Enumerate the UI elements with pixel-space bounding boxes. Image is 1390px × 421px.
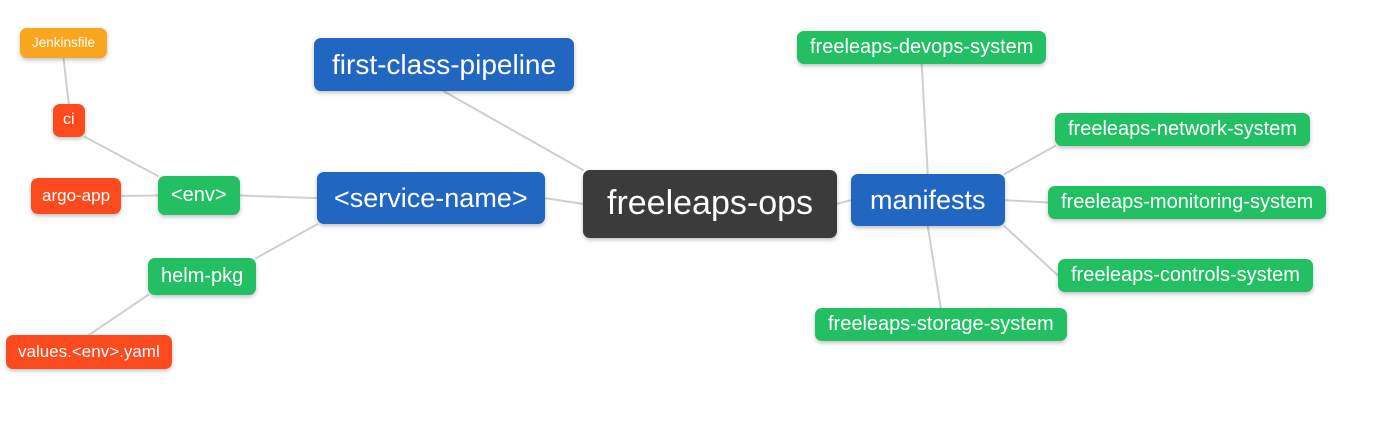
- node-helm-pkg[interactable]: helm-pkg: [148, 258, 257, 295]
- node-freeleaps-monitoring-system[interactable]: freeleaps-monitoring-system: [1048, 186, 1327, 219]
- node-manifests[interactable]: manifests: [851, 174, 1005, 227]
- edge-line-helm_pkg-service_name: [255, 223, 318, 259]
- node-jenkinsfile[interactable]: Jenkinsfile: [20, 28, 108, 59]
- edge-line-manifests-storage_system: [926, 225, 942, 309]
- edge-line-manifests-controls_system: [1003, 225, 1059, 277]
- node-argo-app[interactable]: argo-app: [31, 178, 122, 214]
- node-freeleaps-controls-system[interactable]: freeleaps-controls-system: [1058, 259, 1313, 292]
- edge-line-manifests-devops_system: [920, 63, 929, 175]
- edge-line-ci-env: [83, 135, 159, 177]
- edge-line-env-service_name: [238, 194, 318, 200]
- edge-line-helm_pkg-values_env_yaml: [87, 294, 149, 336]
- node-service-name[interactable]: <service-name>: [317, 172, 545, 225]
- node-env[interactable]: <env>: [158, 176, 240, 215]
- node-freeleaps-storage-system[interactable]: freeleaps-storage-system: [815, 308, 1067, 341]
- edge-line-first_class_pipeline-freeleaps_ops: [443, 90, 584, 171]
- node-freeleaps-ops-root[interactable]: freeleaps-ops: [583, 170, 838, 238]
- edge-line-manifests-network_system: [1003, 145, 1056, 175]
- node-freeleaps-network-system[interactable]: freeleaps-network-system: [1055, 113, 1310, 146]
- node-ci[interactable]: ci: [53, 104, 85, 137]
- edge-line-service_name-freeleaps_ops: [543, 197, 584, 205]
- node-values-env-yaml[interactable]: values.<env>.yaml: [6, 335, 172, 369]
- edge-line-manifests-monitoring_system: [1003, 199, 1049, 204]
- edge-line-freeleaps_ops-manifests: [836, 199, 852, 205]
- node-first-class-pipeline[interactable]: first-class-pipeline: [314, 38, 575, 92]
- node-freeleaps-devops-system[interactable]: freeleaps-devops-system: [797, 31, 1047, 64]
- edge-line-jenkinsfile-ci: [62, 57, 70, 105]
